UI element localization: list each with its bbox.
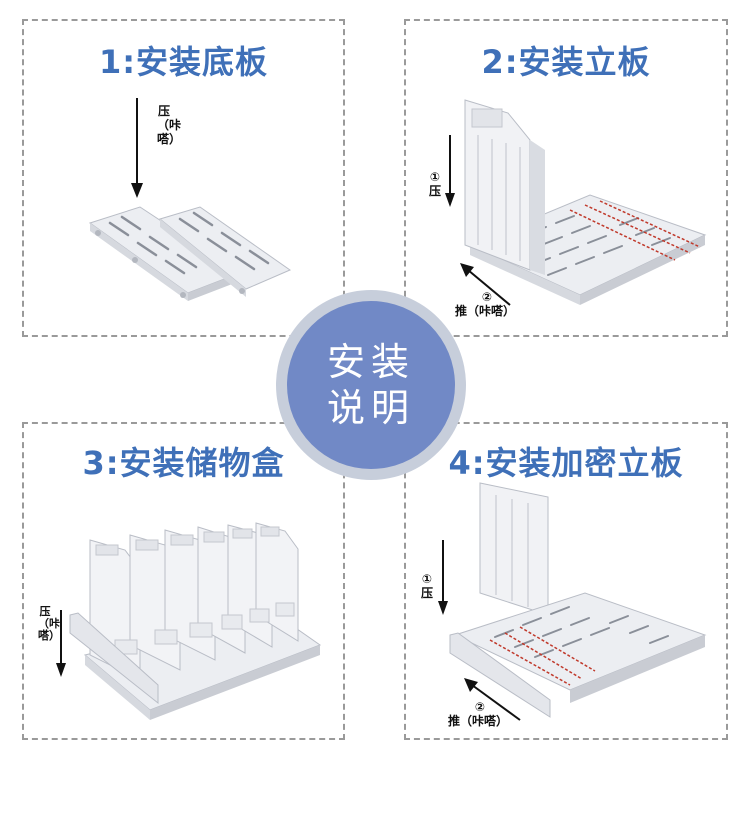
step-4-step1-text: 压 (420, 586, 433, 600)
step-2-step2-text: 推（咔嗒） (455, 304, 516, 318)
step-4-step2-text: 推（咔嗒） (448, 714, 509, 728)
step-3-title: 3:安装储物盒 (82, 444, 285, 482)
step-4-push-label: ② 推（咔嗒） (448, 700, 508, 728)
instructions-badge-inner: 安装 说明 (287, 301, 455, 469)
step-4-press-label: ①压 (420, 572, 434, 600)
step-2-step1-text: 压 (428, 184, 441, 198)
step-4-title: 4:安装加密立板 (448, 444, 684, 482)
step-1-press-label: 压（咔嗒） (157, 104, 182, 146)
step-2-title: 2:安装立板 (481, 43, 651, 81)
step-3-press-label: 压（咔嗒） (38, 605, 60, 642)
step-2-panel: 2:安装立板 (404, 19, 728, 337)
step-3-panel: 3:安装储物盒 (22, 422, 345, 740)
step-1-title: 1:安装底板 (98, 43, 269, 81)
step-4-step1-number: ① (421, 572, 433, 586)
step-2-press-label: ①压 (428, 170, 442, 198)
step-4-illustration (438, 482, 707, 721)
step-4-panel: 4:安装加密立板 (404, 422, 728, 740)
step-2-step1-number: ① (429, 170, 441, 184)
step-3-illustration (56, 522, 322, 720)
instructions-badge: 安装 说明 (276, 290, 466, 480)
badge-line-1: 安装 (326, 340, 415, 384)
step-4-step2-number: ② (474, 700, 486, 714)
step-2-step2-number: ② (481, 290, 493, 304)
step-2-illustration (445, 99, 707, 306)
badge-line-2: 说明 (326, 386, 415, 430)
step-1-illustration (88, 98, 292, 301)
step-2-push-label: ② 推（咔嗒） (455, 290, 515, 318)
step-1-panel: 1:安装底板 (22, 19, 345, 337)
